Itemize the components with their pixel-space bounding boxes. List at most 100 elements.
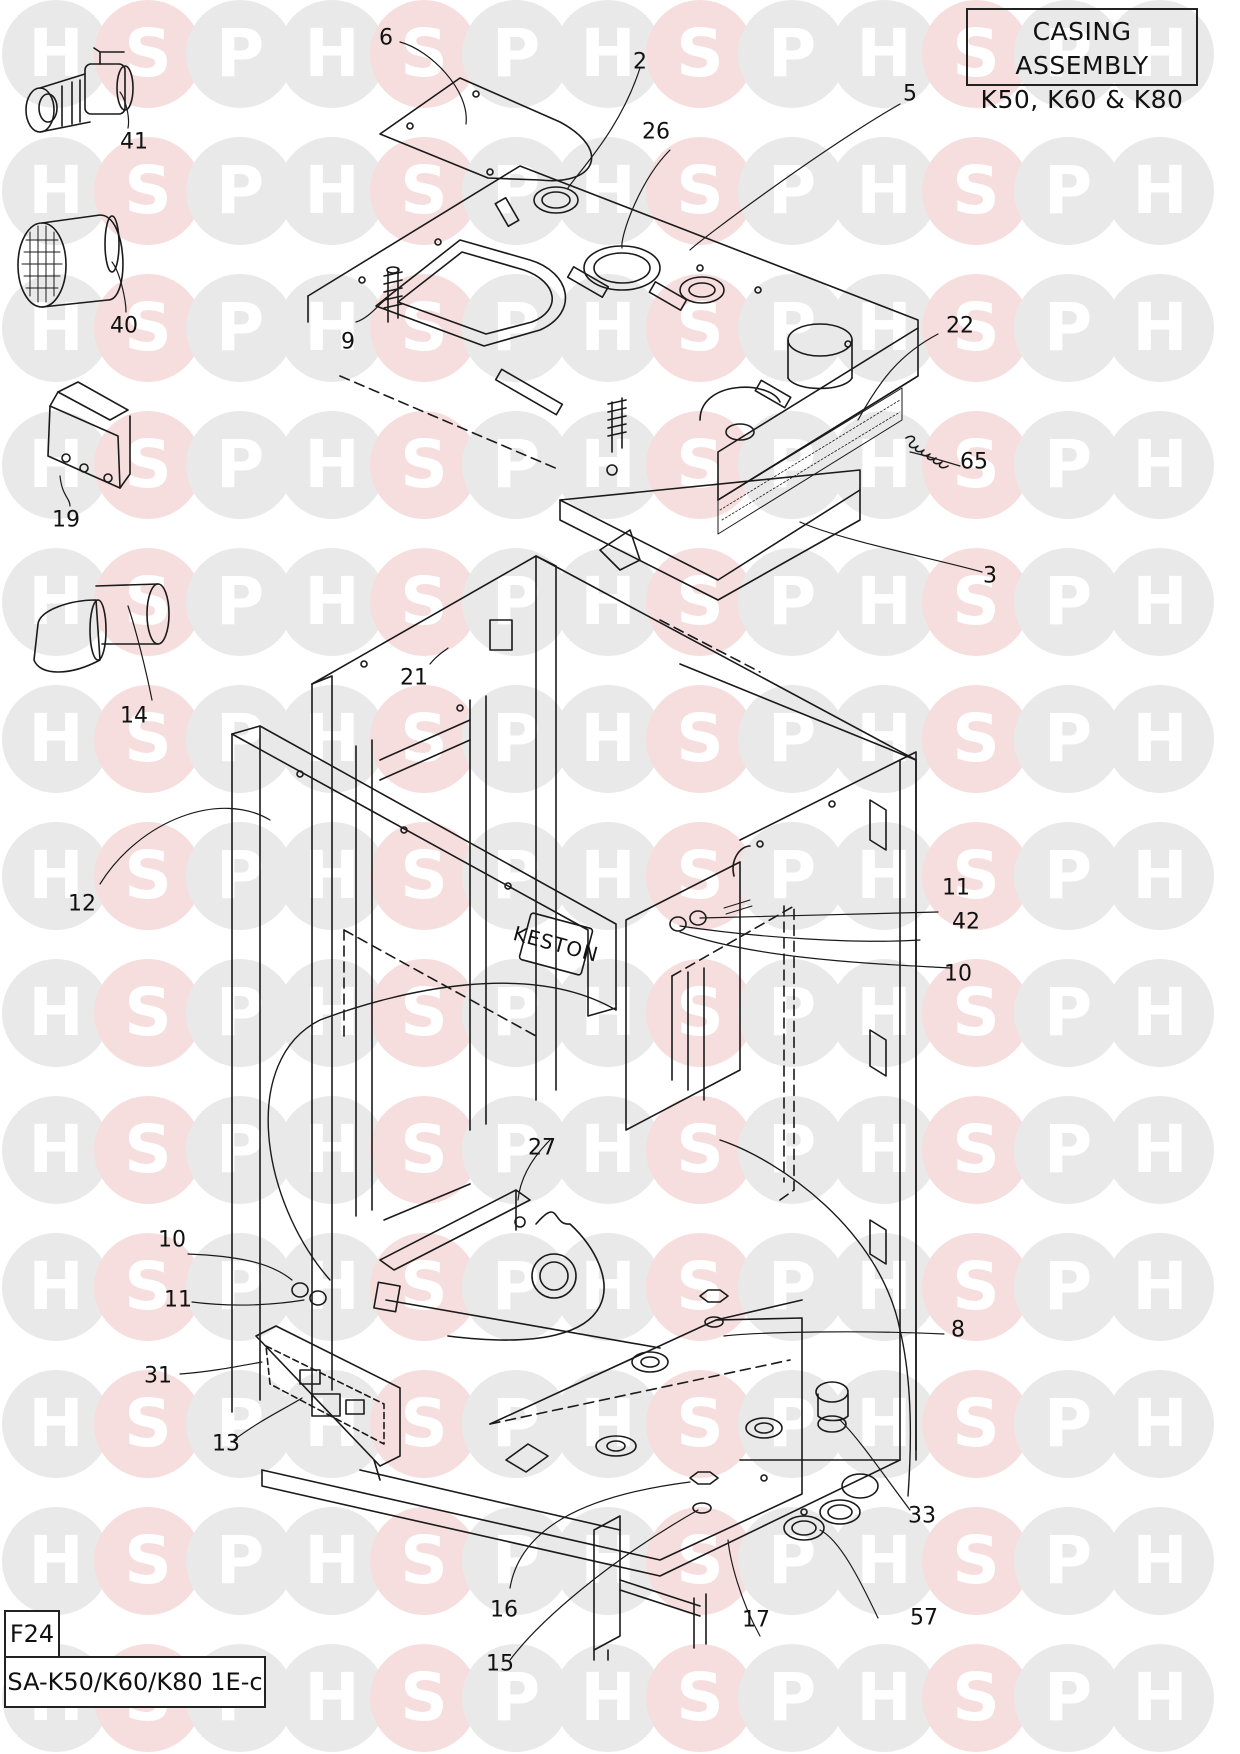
burner-rod-part-8 [373, 1253, 661, 1349]
watermark-letter: P [1014, 137, 1122, 245]
watermark-letter: H [2, 822, 110, 930]
part-label-41: 41 [120, 129, 148, 155]
part-label-6: 6 [379, 25, 393, 51]
figure-ref-box: F24 [4, 1610, 60, 1658]
watermark-letter: S [922, 1644, 1030, 1752]
drawing-code-box: SA-K50/K60/K80 1E-c [4, 1656, 266, 1708]
part-label-10-lower: 10 [158, 1227, 186, 1253]
element-frame-right [625, 845, 795, 1201]
part-label-11-lower: 11 [164, 1287, 192, 1313]
watermark-letter: S [370, 1370, 478, 1478]
watermark-letter: S [94, 1096, 202, 1204]
cable-routing [267, 982, 912, 1497]
part-label-21: 21 [400, 665, 428, 691]
watermark-letter: P [462, 1644, 570, 1752]
watermark-letter: P [462, 959, 570, 1067]
watermark-letter: S [370, 1507, 478, 1615]
watermark-letter: S [94, 1233, 202, 1341]
watermark-letter: P [1014, 411, 1122, 519]
casing-side-panel [739, 759, 901, 1461]
part-label-42: 42 [952, 909, 980, 935]
watermark-letter: H [554, 411, 662, 519]
watermark-letter: S [646, 685, 754, 793]
watermark-letter: H [278, 1644, 386, 1752]
part-label-65: 65 [960, 449, 988, 475]
watermark-letter: P [186, 137, 294, 245]
watermark-letter: H [2, 1233, 110, 1341]
watermark-letter: H [2, 685, 110, 793]
watermark-letter: H [1106, 411, 1214, 519]
part-label-11-upper: 11 [942, 875, 970, 901]
cable-glands-part-33-57 [783, 1381, 879, 1541]
part-label-2: 2 [633, 49, 647, 75]
watermark-letter: H [830, 274, 938, 382]
watermark-letter: S [646, 1370, 754, 1478]
watermark-letter: H [2, 274, 110, 382]
watermark-letter: H [1106, 959, 1214, 1067]
bracket-part-19 [47, 381, 131, 489]
watermark-letter: P [1014, 0, 1122, 108]
watermark-letter: P [738, 685, 846, 793]
grommet-part-2 [533, 186, 579, 214]
watermark-letter: H [1106, 822, 1214, 930]
watermark-letter: P [738, 1644, 846, 1752]
seal-strip-part-22 [717, 387, 903, 535]
watermark-letter: H [830, 137, 938, 245]
watermark-letter: H [830, 1233, 938, 1341]
watermark-letter: H [830, 0, 938, 108]
watermark-letter: P [1014, 1233, 1122, 1341]
watermark-letter: S [94, 411, 202, 519]
valve-part-41 [25, 47, 134, 133]
watermark-letter: P [1014, 1644, 1122, 1752]
watermark-letter: P [1014, 1370, 1122, 1478]
watermark-letter: P [462, 0, 570, 108]
watermark-letter: P [186, 0, 294, 108]
side-rails [355, 695, 487, 1221]
watermark-letter: H [278, 137, 386, 245]
watermark-letter: S [646, 1644, 754, 1752]
watermark-letter: H [830, 1096, 938, 1204]
title-box: CASING ASSEMBLY K50, K60 & K80 [966, 8, 1198, 114]
watermark-letter: H [2, 1096, 110, 1204]
watermark-letter: H [1106, 137, 1214, 245]
watermark-letter: S [370, 411, 478, 519]
watermark-letter: S [370, 959, 478, 1067]
exhaust-seal-part-26 [583, 245, 661, 291]
watermark-letter: S [646, 822, 754, 930]
watermark-letter: S [94, 1370, 202, 1478]
watermark-letter: H [554, 1096, 662, 1204]
watermark-letter: S [94, 137, 202, 245]
control-panel-part-31-13 [255, 1325, 621, 1531]
watermark-letter: H [1106, 1233, 1214, 1341]
watermark-letter: H [2, 1370, 110, 1478]
watermark-letter: H [2, 1507, 110, 1615]
watermark-letter: H [554, 1233, 662, 1341]
watermark-letter: S [94, 1507, 202, 1615]
watermark-letter: P [738, 822, 846, 930]
watermark-letter: H [1106, 1370, 1214, 1478]
watermark-letter: H [1106, 1644, 1214, 1752]
front-bracket-27 [379, 1189, 605, 1341]
watermark-letter: H [554, 274, 662, 382]
watermark-letter: S [646, 0, 754, 108]
watermark-letter: P [186, 1233, 294, 1341]
watermark-letter: P [1014, 1507, 1122, 1615]
gasket-part-6 [379, 77, 593, 182]
watermark-letter: H [554, 548, 662, 656]
combustion-box-part-3 [559, 469, 861, 601]
watermark-letter: S [646, 411, 754, 519]
watermark-letter: P [186, 274, 294, 382]
watermark-letter: P [462, 1507, 570, 1615]
part-label-26: 26 [642, 119, 670, 145]
part-label-17: 17 [742, 1607, 770, 1633]
watermark-letter: H [1106, 548, 1214, 656]
watermark-letter: H [830, 685, 938, 793]
watermark-letter: S [370, 137, 478, 245]
watermark-letter: P [738, 1507, 846, 1615]
stud-part-9 [383, 266, 403, 323]
watermark-letter: S [370, 0, 478, 108]
watermark-letter: P [1014, 685, 1122, 793]
watermark-letter: S [94, 959, 202, 1067]
nuts-and-washers [291, 899, 753, 1514]
